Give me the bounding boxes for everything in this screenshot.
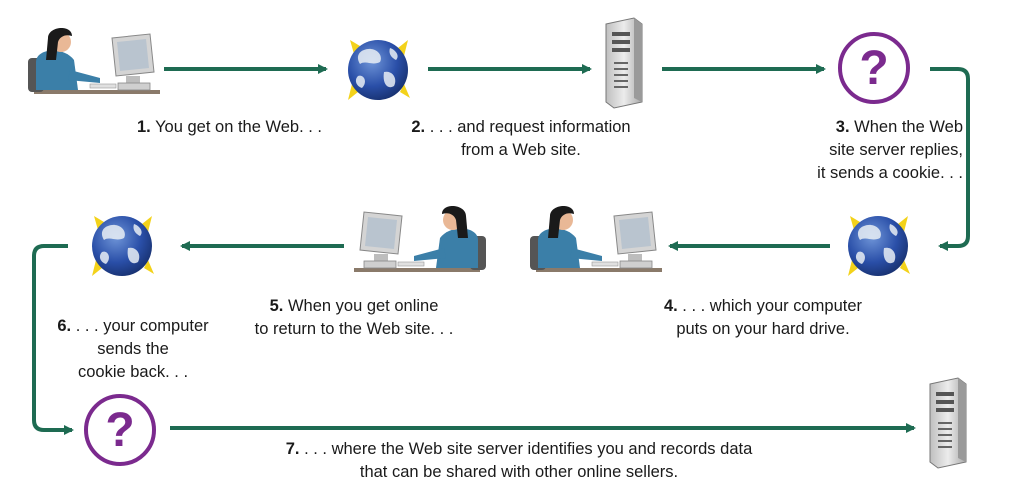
step-4-caption: 4. . . . which your computer puts on you…: [640, 295, 886, 341]
step-6-number: 6.: [57, 317, 72, 335]
step-3-text-line3: it sends a cookie. . .: [817, 164, 963, 182]
step-2-number: 2.: [411, 118, 426, 136]
question-mark-icon: [84, 394, 156, 466]
step-7-text-line2: that can be shared with other online sel…: [359, 463, 679, 481]
step-3-text: When the Web: [854, 118, 963, 136]
step-5-caption: 5. When you get online to return to the …: [236, 295, 472, 341]
step-3-number: 3.: [835, 118, 850, 136]
step-7-text: . . . where the Web site server identifi…: [304, 440, 753, 458]
woman-at-computer-icon: [353, 205, 487, 273]
arrow-down-right-connector: [930, 67, 970, 251]
step-2-text-line2: from a Web site.: [461, 141, 581, 159]
step-5-text: When you get online: [287, 297, 439, 315]
step-2-caption: 2. . . . and request information from a …: [390, 116, 652, 162]
step-7-number: 7.: [285, 440, 300, 458]
step-4-text: . . . which your computer: [682, 297, 863, 315]
step-6-text-line3: cookie back. . .: [77, 363, 189, 381]
arrow-down-left-connector: [32, 244, 74, 435]
step-1-text: You get on the Web. . .: [155, 118, 323, 136]
step-4-text-line2: puts on your hard drive.: [676, 320, 850, 338]
step-6-caption: 6. . . . your computer sends the cookie …: [44, 315, 222, 384]
step-5-number: 5.: [269, 297, 284, 315]
server-tower-icon: [929, 377, 967, 469]
question-mark-icon: [838, 32, 910, 104]
step-3-text-line2: site server replies,: [829, 141, 963, 159]
globe-icon: [92, 216, 154, 276]
step-7-caption: 7. . . . where the Web site server ident…: [232, 438, 806, 484]
server-tower-icon: [605, 17, 643, 109]
woman-at-computer-icon: [529, 205, 663, 273]
woman-at-computer-icon: [27, 27, 161, 95]
globe-icon: [348, 40, 410, 100]
step-6-text-line2: sends the: [97, 340, 169, 358]
step-6-text: . . . your computer: [75, 317, 209, 335]
step-3-caption: 3. When the Web site server replies, it …: [760, 116, 963, 185]
step-1-number: 1.: [137, 118, 151, 136]
step-4-number: 4.: [663, 297, 678, 315]
step-2-text: . . . and request information: [429, 118, 631, 136]
step-5-text-line2: to return to the Web site. . .: [254, 320, 454, 338]
globe-icon: [848, 216, 910, 276]
step-1-caption: 1. You get on the Web. . .: [137, 116, 322, 139]
